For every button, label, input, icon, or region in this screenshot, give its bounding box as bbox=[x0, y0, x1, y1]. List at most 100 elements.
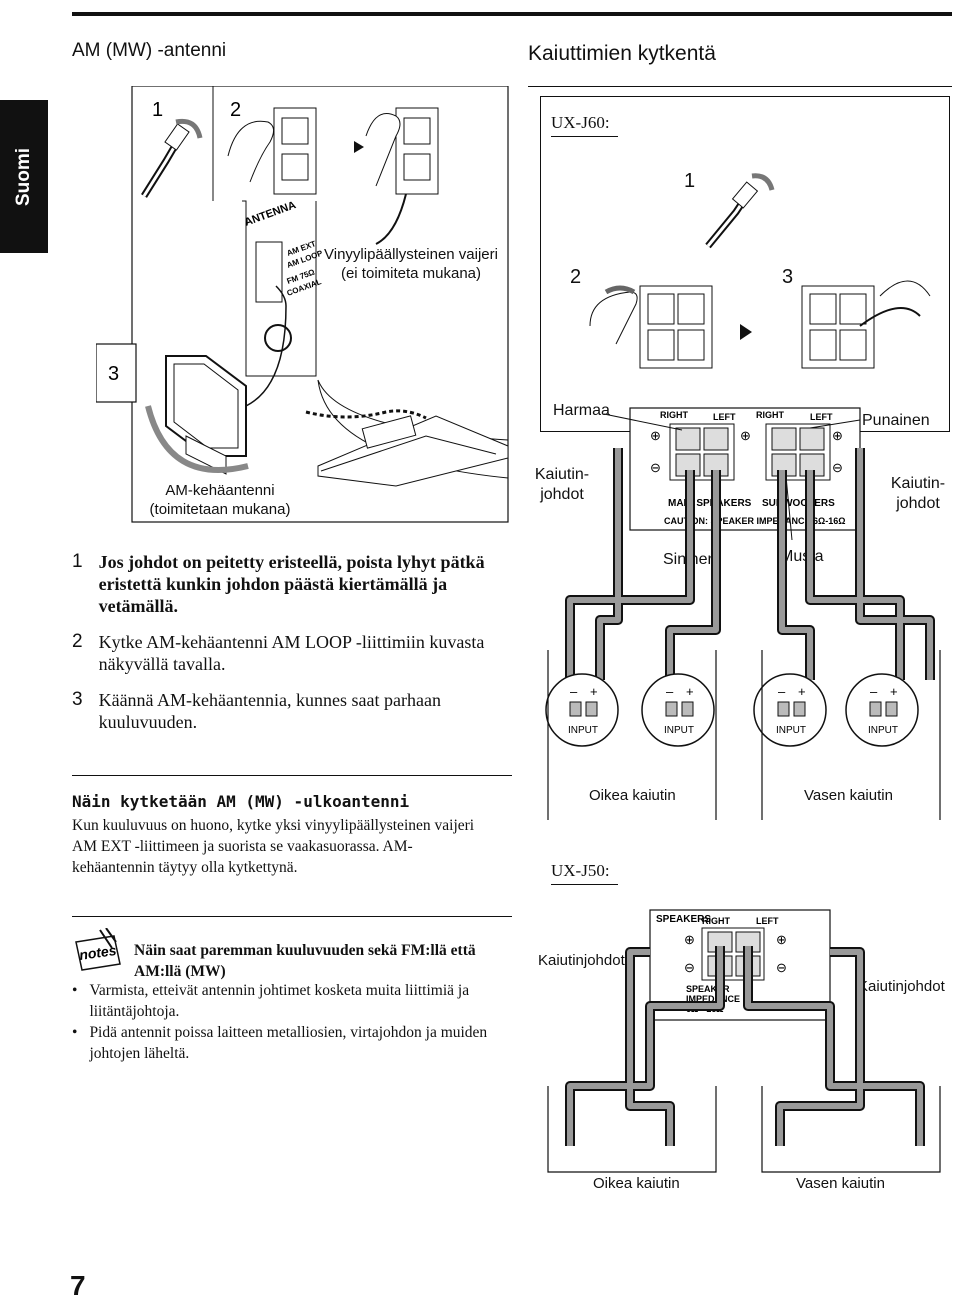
page-number: 7 bbox=[70, 1270, 86, 1301]
side-tab-label: Suomi bbox=[13, 147, 34, 206]
svg-text:SUBWOOFERS: SUBWOOFERS bbox=[762, 498, 835, 509]
svg-text:MAIN SPEAKERS: MAIN SPEAKERS bbox=[668, 498, 752, 509]
svg-text:RIGHT: RIGHT bbox=[702, 916, 731, 926]
j50-left-speaker-label: Vasen kaiutin bbox=[796, 1175, 885, 1192]
notes-bullet: • Varmista, etteivät antennin johtimet k… bbox=[72, 980, 502, 1022]
svg-text:SPEAKERS: SPEAKERS bbox=[656, 914, 711, 925]
model-underline bbox=[551, 136, 618, 137]
bullet-dot-icon: • bbox=[72, 982, 78, 999]
j50-cable-left-label: Kaiutinjohdot bbox=[538, 952, 625, 969]
j60-cable-left-label: Kaiutin- johdot bbox=[534, 466, 590, 503]
svg-text:+: + bbox=[686, 684, 694, 699]
notes-heading: Näin saat paremman kuuluvuuden sekä FM:l… bbox=[134, 942, 476, 980]
svg-text:+: + bbox=[590, 684, 598, 699]
j60-left-speaker-label: Vasen kaiutin bbox=[804, 787, 893, 804]
am-step-3: 3 Käännä AM-kehäantennia, kunnes saat pa… bbox=[72, 689, 512, 733]
terminal-push-step2 bbox=[227, 107, 439, 245]
loop-base-detail bbox=[305, 379, 509, 487]
svg-text:+: + bbox=[890, 684, 898, 699]
plus-sign-icon: ⊕ bbox=[832, 428, 843, 443]
model-underline bbox=[551, 884, 618, 885]
minus-sign-icon: ⊖ bbox=[684, 960, 695, 975]
outdoor-antenna-body: Kun kuuluvuus on huono, kytke yksi vinyy… bbox=[72, 817, 475, 876]
step3-box bbox=[96, 343, 137, 403]
am-step1-label: 1 bbox=[152, 99, 163, 121]
j60-cable-right-label: Kaiutin- johdot bbox=[890, 475, 946, 512]
am-step2-label: 2 bbox=[230, 99, 241, 121]
j60-right-speaker-label: Oikea kaiutin bbox=[589, 787, 676, 804]
arrow-right-icon bbox=[740, 324, 752, 340]
svg-text:RIGHT: RIGHT bbox=[660, 410, 689, 420]
svg-text:SPEAKER: SPEAKER bbox=[686, 984, 730, 994]
svg-text:+: + bbox=[798, 684, 806, 699]
plus-sign-icon: ⊕ bbox=[776, 932, 787, 947]
svg-text:LEFT: LEFT bbox=[756, 916, 779, 926]
svg-text:INPUT: INPUT bbox=[776, 725, 806, 736]
wire-strip-j60 bbox=[705, 173, 775, 249]
outdoor-antenna-heading: Näin kytketään AM (MW) -ulkoantenni bbox=[72, 792, 410, 811]
j60-step3-label: 3 bbox=[782, 266, 794, 288]
am-step-2: 2 Kytke AM-kehäantenni AM LOOP -liittimi… bbox=[72, 631, 512, 675]
svg-text:INPUT: INPUT bbox=[868, 725, 898, 736]
step-text: Käännä AM-kehäantennia, kunnes saat parh… bbox=[98, 690, 441, 732]
svg-text:RIGHT: RIGHT bbox=[756, 410, 785, 420]
speaker-connection-title: Kaiuttimien kytkentä bbox=[528, 42, 716, 65]
svg-text:IMPEDANCE: IMPEDANCE bbox=[686, 994, 740, 1004]
svg-text:notes: notes bbox=[78, 942, 117, 963]
j60-step2-label: 2 bbox=[570, 266, 582, 288]
j60-terminal-step3 bbox=[801, 280, 931, 369]
svg-text:–: – bbox=[778, 684, 786, 699]
ux-j60-panel-diagram: RIGHT LEFT RIGHT LEFT ⊕ ⊕ ⊕ ⊖ ⊖ MAIN SPE… bbox=[545, 407, 941, 820]
antenna-panel: ANTENNA AM EXT AM LOOP FM 75Ω COAXIAL bbox=[242, 199, 324, 377]
loop-antenna-label: AM-kehäantenni (toimitetaan mukana) bbox=[149, 482, 291, 518]
svg-text:INPUT: INPUT bbox=[568, 725, 598, 736]
am-step-1: 1 Jos johdot on peitetty eristeellä, poi… bbox=[72, 551, 512, 617]
am-steps: 1 Jos johdot on peitetty eristeellä, poi… bbox=[72, 551, 512, 733]
harmaa-label: Harmaa bbox=[553, 402, 610, 419]
svg-text:–: – bbox=[666, 684, 674, 699]
svg-text:LEFT: LEFT bbox=[810, 412, 833, 422]
step-number: 2 bbox=[72, 631, 83, 652]
bullet-text: Pidä antennit poissa laitteen metalliosi… bbox=[89, 1024, 488, 1062]
notes-icon: notes bbox=[75, 928, 121, 971]
minus-sign-icon: ⊖ bbox=[650, 460, 661, 475]
step-number: 1 bbox=[72, 551, 83, 572]
svg-text:–: – bbox=[870, 684, 878, 699]
svg-text:ANTENNA: ANTENNA bbox=[243, 199, 298, 229]
step-number: 3 bbox=[72, 689, 83, 710]
bullet-dot-icon: • bbox=[72, 1024, 78, 1041]
svg-text:INPUT: INPUT bbox=[664, 725, 694, 736]
plus-sign-icon: ⊕ bbox=[740, 428, 751, 443]
svg-text:LEFT: LEFT bbox=[713, 412, 736, 422]
j60-terminal-step2 bbox=[589, 285, 713, 369]
plus-sign-icon: ⊕ bbox=[684, 932, 695, 947]
am-antenna-illustration: 1 2 3 ANTENNA AM EXT AM LOOP FM 75Ω COAX… bbox=[96, 86, 509, 523]
step-text: Kytke AM-kehäantenni AM LOOP -liittimiin… bbox=[98, 632, 485, 674]
top-rule bbox=[72, 12, 952, 16]
am-step3-label: 3 bbox=[108, 363, 119, 385]
ux-j60-model: UX-J60: bbox=[551, 113, 610, 132]
step-text: Jos johdot on peitetty eristeellä, poist… bbox=[98, 552, 485, 616]
speaker-title-rule bbox=[528, 86, 952, 87]
ux-j50-panel-diagram: SPEAKERS RIGHT LEFT ⊕ ⊕ ⊖ ⊖ SPEAKER IMPE… bbox=[547, 909, 941, 1173]
language-side-tab: Suomi bbox=[0, 100, 48, 253]
illustration-frame bbox=[131, 86, 509, 523]
section-divider bbox=[72, 775, 512, 776]
svg-text:CAUTION: SPEAKER IMPEDANCE 6Ω: CAUTION: SPEAKER IMPEDANCE 6Ω-16Ω bbox=[664, 516, 845, 526]
plus-sign-icon: ⊕ bbox=[650, 428, 661, 443]
j60-step1-label: 1 bbox=[684, 170, 696, 192]
wire-strip-step1 bbox=[141, 118, 203, 198]
vinyl-wire-label: Vinyylipäällysteinen vaijeri (ei toimite… bbox=[324, 246, 498, 282]
ux-j50-model: UX-J50: bbox=[551, 861, 610, 880]
punainen-label: Punainen bbox=[862, 412, 930, 429]
svg-text:–: – bbox=[570, 684, 578, 699]
ux-j60-steps-illustration bbox=[589, 173, 931, 369]
minus-sign-icon: ⊖ bbox=[776, 960, 787, 975]
notes-bullets: • Varmista, etteivät antennin johtimet k… bbox=[72, 980, 502, 1064]
bullet-text: Varmista, etteivät antennin johtimet kos… bbox=[89, 982, 470, 1020]
minus-sign-icon: ⊖ bbox=[832, 460, 843, 475]
j50-cable-right-label: Kaiutinjohdot bbox=[858, 978, 945, 995]
am-antenna-title: AM (MW) -antenni bbox=[72, 40, 227, 61]
j50-right-speaker-label: Oikea kaiutin bbox=[593, 1175, 680, 1192]
loop-antenna bbox=[145, 285, 287, 475]
